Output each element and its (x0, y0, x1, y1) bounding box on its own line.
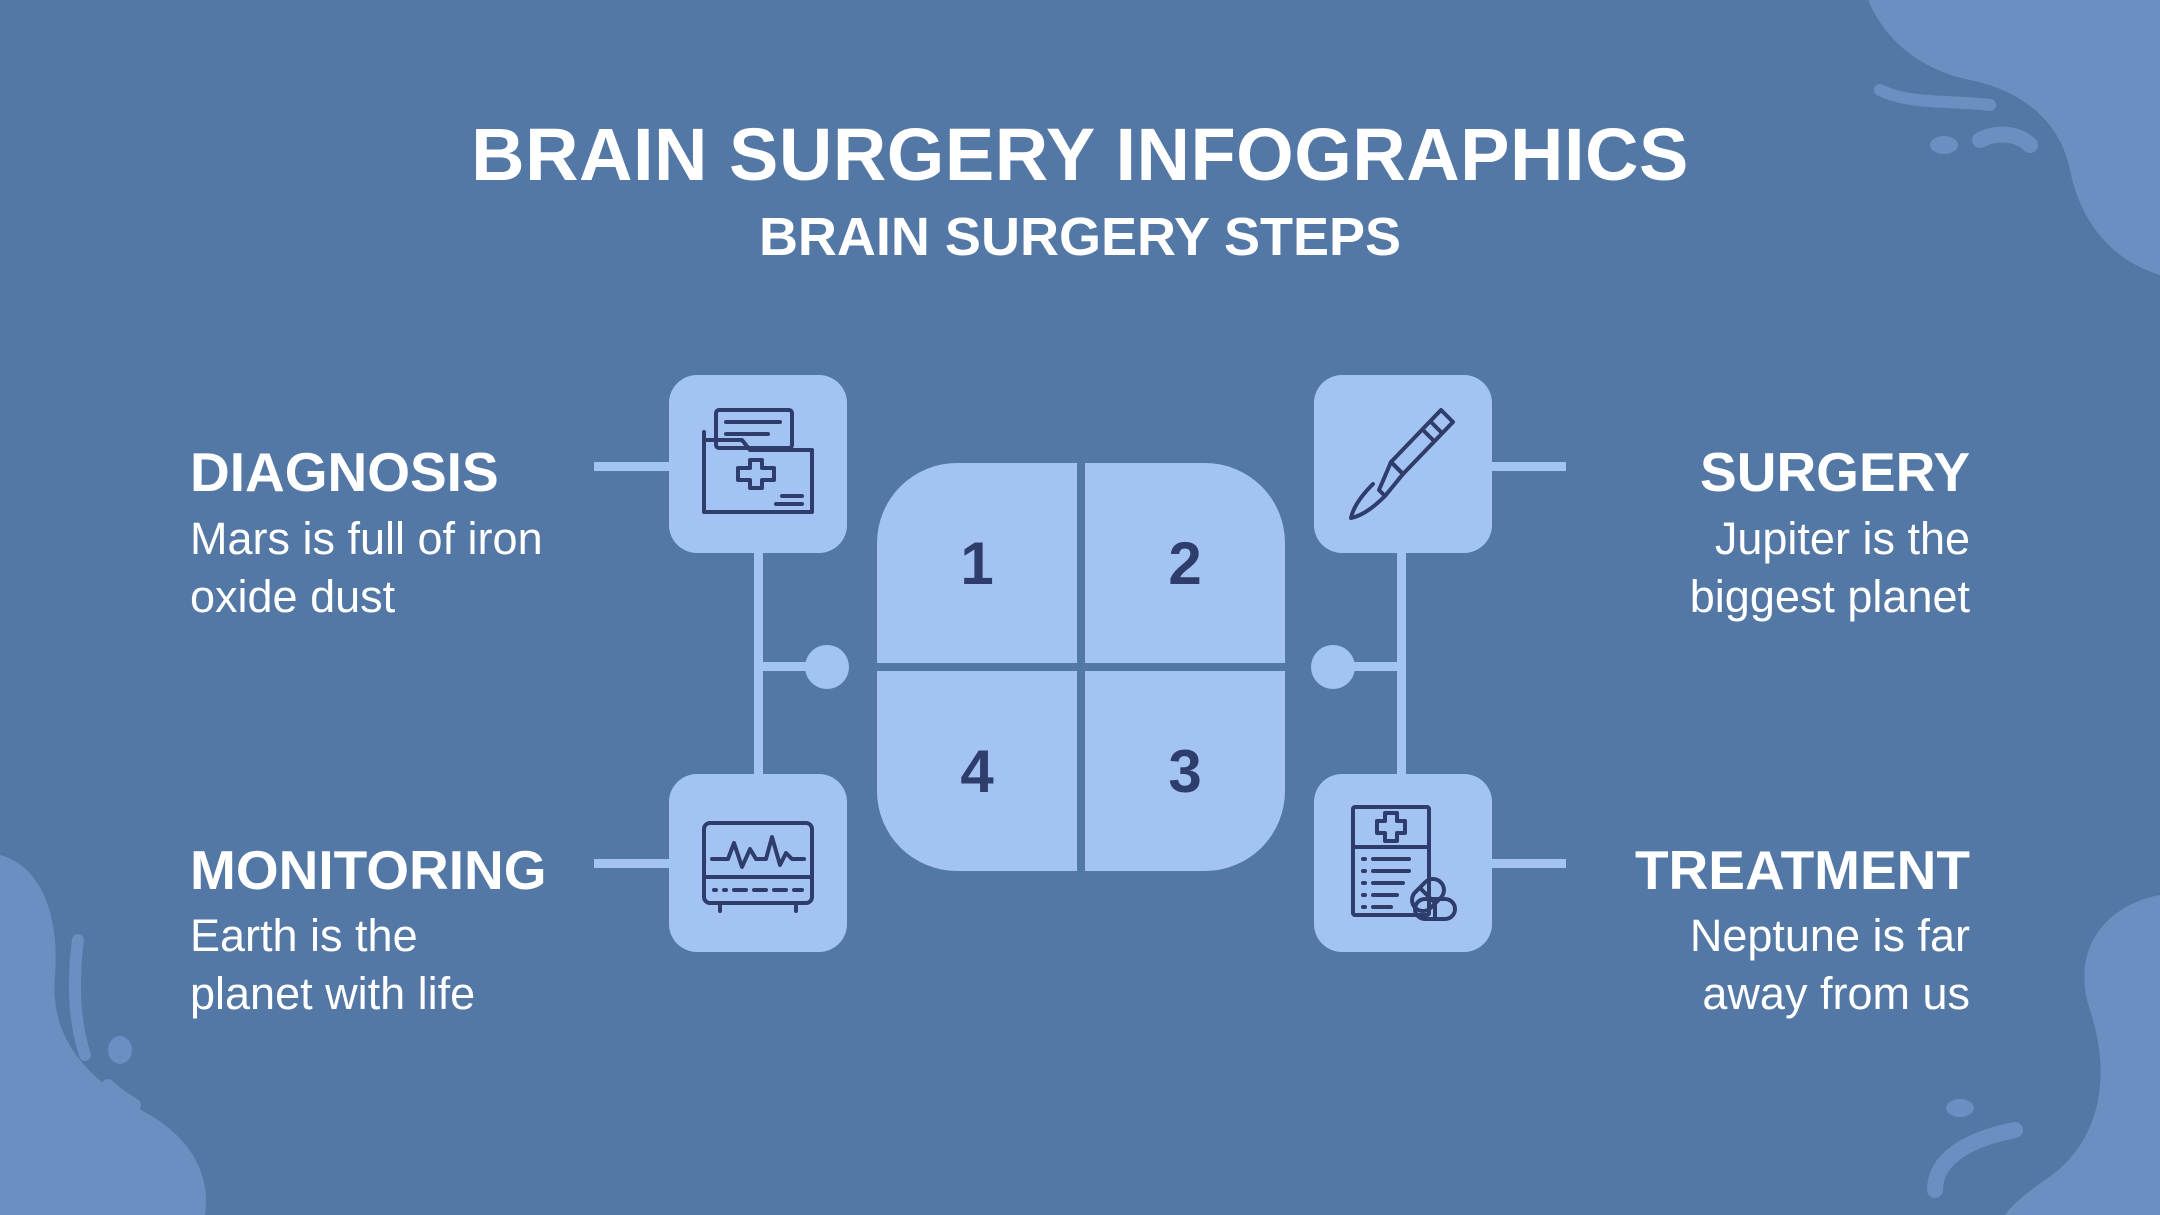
diagnosis-heading: DIAGNOSIS (190, 441, 499, 503)
medical-folder-icon (702, 408, 814, 514)
heart-monitor-icon (702, 821, 814, 913)
treatment-heading: TREATMENT (1634, 839, 1970, 901)
treatment-icon-box (1314, 774, 1492, 952)
diagnosis-icon-box (669, 375, 847, 553)
connector-treatment-horizontal (1491, 859, 1566, 868)
page-subtitle: BRAIN SURGERY STEPS (758, 207, 1402, 267)
connector-diagnosis-horizontal (594, 462, 669, 471)
grid-cell-1: 1 (877, 463, 1077, 663)
connector-left-branch (754, 662, 829, 671)
connector-right-dot (1311, 645, 1355, 689)
prescription-icon (1351, 805, 1457, 921)
decor-blob-bottom-left (0, 855, 207, 1215)
surgery-icon-box (1314, 375, 1492, 553)
grid-cell-4: 4 (877, 671, 1077, 871)
scalpel-icon (1349, 408, 1455, 520)
connector-surgery-horizontal (1491, 462, 1566, 471)
grid-cell-2: 2 (1085, 463, 1285, 663)
monitoring-heading: MONITORING (190, 839, 547, 901)
decor-blob-top-right (1868, 0, 2160, 275)
connector-right-branch (1331, 662, 1406, 671)
center-numbered-grid: 1 2 4 3 (877, 463, 1285, 871)
connector-monitoring-horizontal (594, 859, 669, 868)
monitoring-icon-box (669, 774, 847, 952)
surgery-heading: SURGERY (1700, 441, 1970, 503)
page-title: BRAIN SURGERY INFOGRAPHICS (471, 113, 1689, 196)
grid-cell-3: 3 (1085, 671, 1285, 871)
decor-blob-bottom-right (1927, 895, 2160, 1215)
connector-left-dot (805, 645, 849, 689)
